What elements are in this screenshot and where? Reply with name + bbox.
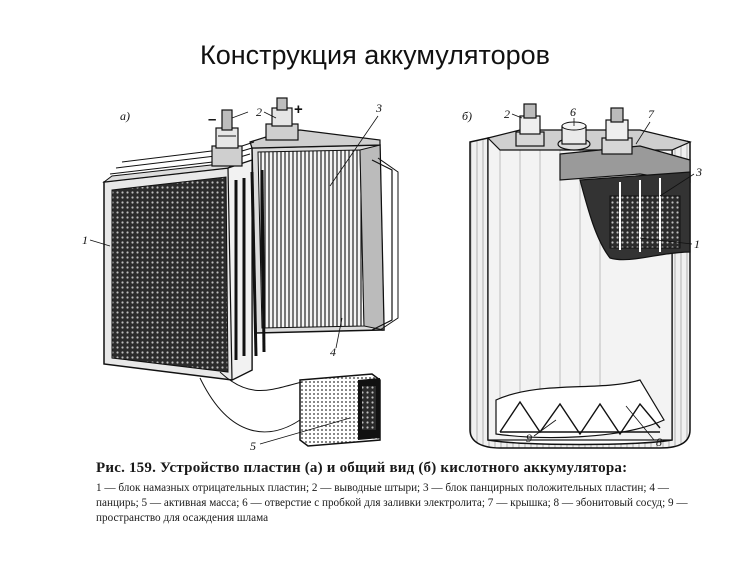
callouts-a: 1 2 3 4 5 bbox=[82, 101, 382, 453]
terminal-right-b bbox=[601, 107, 633, 155]
callout-b-6: 6 bbox=[570, 105, 576, 119]
terminal-left-b bbox=[515, 103, 545, 147]
callout-b-2: 2 bbox=[504, 107, 510, 121]
callout-a-2: 2 bbox=[256, 105, 262, 119]
minus-sign: – bbox=[208, 111, 216, 128]
positive-terminal bbox=[265, 97, 299, 141]
callout-b-1: 1 bbox=[694, 237, 700, 251]
figure-caption: Рис. 159. Устройство пластин (а) и общий… bbox=[96, 460, 704, 526]
callout-b-8: 8 bbox=[656, 435, 662, 449]
callouts-b: 2 6 7 3 1 9 8 bbox=[504, 105, 702, 449]
panel-b-label: б) bbox=[462, 109, 472, 123]
positive-plate-block bbox=[249, 129, 399, 334]
callout-a-5: 5 bbox=[250, 439, 256, 453]
filler-cap bbox=[557, 121, 591, 151]
negative-terminal bbox=[211, 109, 243, 167]
callout-a-1: 1 bbox=[82, 233, 88, 247]
battery-figure: а) – + bbox=[82, 97, 702, 453]
callout-a-4: 4 bbox=[330, 345, 336, 359]
callout-b-3: 3 bbox=[695, 165, 702, 179]
negative-plate-block bbox=[102, 141, 266, 381]
caption-title: Рис. 159. Устройство пластин (а) и общий… bbox=[96, 460, 628, 476]
callout-a-3: 3 bbox=[375, 101, 382, 115]
callout-b-9: 9 bbox=[526, 431, 532, 445]
plus-sign: + bbox=[294, 101, 303, 118]
sediment-space bbox=[495, 379, 665, 439]
panel-a-label: а) bbox=[120, 109, 130, 123]
slide-title: Конструкция аккумуляторов bbox=[200, 40, 550, 70]
callout-b-7: 7 bbox=[648, 107, 655, 121]
active-mass-detail bbox=[199, 371, 381, 447]
caption-legend: 1 — блок намазных отрицательных пластин;… bbox=[96, 482, 688, 524]
